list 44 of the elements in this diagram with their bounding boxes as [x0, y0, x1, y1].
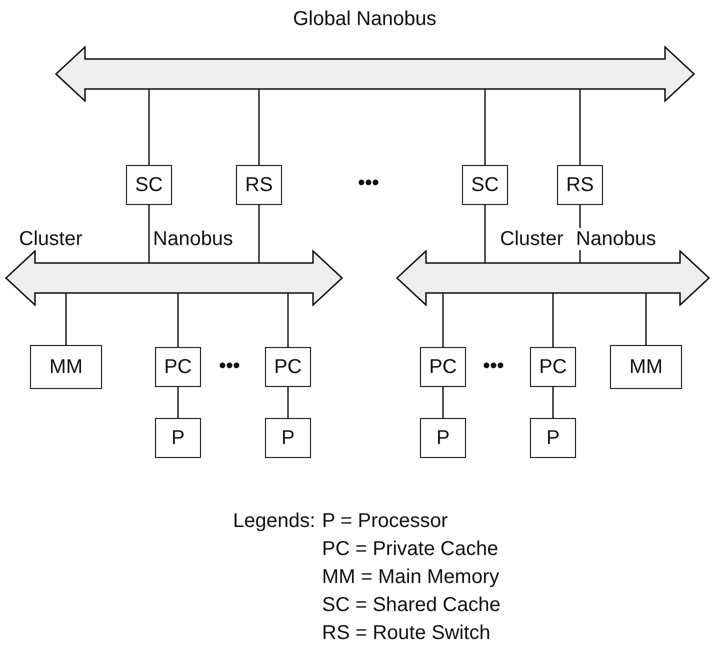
connector-line — [442, 293, 444, 347]
connector-line — [287, 387, 289, 418]
connector-line — [442, 387, 444, 418]
legend-entry: P = Processor — [322, 510, 448, 533]
legend-entry: SC = Shared Cache — [322, 594, 500, 617]
connector-line — [177, 293, 179, 347]
connector-line — [65, 293, 67, 345]
connector-line — [258, 89, 260, 165]
component-box: P — [420, 418, 466, 458]
component-box: P — [155, 418, 201, 458]
connector-line — [645, 293, 647, 345]
component-box: MM — [30, 345, 102, 389]
component-box: SC — [462, 165, 508, 205]
component-box: PC — [420, 347, 466, 387]
ellipsis-dots: ••• — [358, 172, 380, 195]
connector-line — [148, 205, 150, 263]
connector-line — [484, 205, 486, 263]
legend-entry: MM = Main Memory — [322, 566, 500, 589]
legend-heading: Legends: — [233, 510, 316, 533]
connector-line — [148, 89, 150, 165]
component-box: P — [265, 418, 311, 458]
connector-line — [552, 387, 554, 418]
bus-node — [396, 228, 710, 306]
connector-line — [177, 387, 179, 418]
component-box: P — [530, 418, 576, 458]
ellipsis-dots: ••• — [219, 355, 240, 378]
component-box: SC — [126, 165, 172, 205]
bus-node — [5, 228, 343, 306]
connector-line — [484, 89, 486, 165]
bus-node — [55, 8, 695, 102]
component-box: RS — [557, 165, 603, 205]
component-box: MM — [610, 345, 682, 389]
connector-line — [552, 293, 554, 347]
bus-label: Nanobus — [576, 228, 656, 250]
legend-entry: PC = Private Cache — [322, 538, 498, 561]
connector-line — [579, 89, 581, 165]
legend-entry: RS = Route Switch — [322, 622, 490, 645]
connector-line — [258, 205, 260, 263]
component-box: PC — [265, 347, 311, 387]
component-box: PC — [155, 347, 201, 387]
component-box: RS — [236, 165, 282, 205]
component-box: PC — [530, 347, 576, 387]
connector-line — [287, 293, 289, 347]
ellipsis-dots: ••• — [483, 355, 504, 378]
